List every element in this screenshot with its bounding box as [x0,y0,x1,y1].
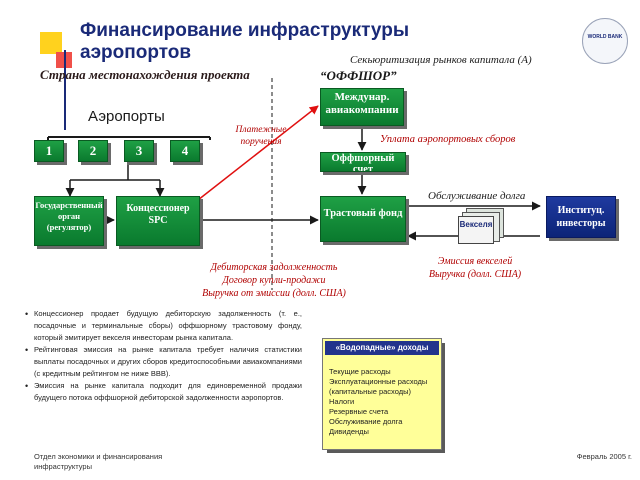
decor-yellow-square [40,32,62,54]
purchase-agreement-label: Договор купли-продажи [222,275,326,286]
logo-text: WORLD BANK [587,34,623,40]
footer-date: Февраль 2005 г. [576,452,632,461]
footer-department: Отдел экономики и финансирования инфраст… [34,452,163,471]
proceeds-usd-label: Выручка (долл. США) [428,269,522,280]
payment-orders-label: Платежные поручения [235,125,287,147]
airports-label: Аэропорты [88,108,165,125]
offshore-account-box: Оффшорный счет [320,152,406,172]
airport-fees-label: Уплата аэропортовых сборов [380,134,516,145]
notes-box: Векселя [458,216,494,244]
world-bank-logo: WORLD BANK [582,18,628,64]
waterfall-item: Обслуживание долга [329,417,403,426]
bullet-item-3: •Эмиссия на рынке капитала подходит для … [25,381,302,402]
bullet-list: •Концессионер продает будущую дебиторску… [25,308,302,404]
waterfall-item: Эксплуатационные расходы (капитальные ра… [329,377,428,396]
waterfall-item: Текущие расходы [329,367,391,376]
concessionaire-box: Концессионер SPC [116,196,200,246]
bullet-text-2: Рейтинговая эмиссия на рынке капитала тр… [34,345,302,378]
waterfall-box: «Водопадные» доходы Текущие расходы Эксп… [322,338,442,450]
trust-fund-box: Трастовый фонд [320,196,406,242]
offshore-label: “ОФФШОР” [320,68,397,83]
airport-1-box: 1 [34,140,64,162]
waterfall-item: Резервные счета [329,407,389,416]
issue-proceeds-label: Выручка от эмиссии (долл. США) [202,288,346,299]
page-title: Финансирование инфраструктуры аэропортов [80,20,410,63]
airport-2-box: 2 [78,140,108,162]
notes-issue-label: Эмиссия векселей [437,256,513,267]
bullet-text-1: Концессионер продает будущую дебиторскую… [34,309,302,342]
payment-orders-arrow [197,105,319,201]
waterfall-items: Текущие расходы Эксплуатационные расходы… [329,367,439,437]
bullet-item-1: •Концессионер продает будущую дебиторску… [25,309,302,342]
institutional-investors-box: Институц. инвесторы [546,196,616,238]
bullet-item-2: •Рейтинговая эмиссия на рынке капитала т… [25,345,302,378]
waterfall-panel: «Водопадные» доходы Текущие расходы Эксп… [322,338,445,453]
securitization-label: Секьюритизация рынков капитала (А) [350,54,532,66]
debt-service-label: Обслуживание долга [428,190,526,202]
waterfall-item: Налоги [329,397,355,406]
airport-3-box: 3 [124,140,154,162]
waterfall-header: «Водопадные» доходы [325,341,439,355]
project-country-label: Страна местонахождения проекта [40,67,250,82]
airport-4-box: 4 [170,140,200,162]
waterfall-item: Дивиденды [329,427,369,436]
decor-vertical-line [64,50,66,130]
state-body-box: Государственный орган (регулятор) [34,196,104,246]
international-airlines-box: Междунар. авиакомпании [320,88,404,126]
receivables-label: Дебиторская задолженность [210,262,338,273]
bullet-text-3: Эмиссия на рынке капитала подходит для е… [34,381,302,402]
